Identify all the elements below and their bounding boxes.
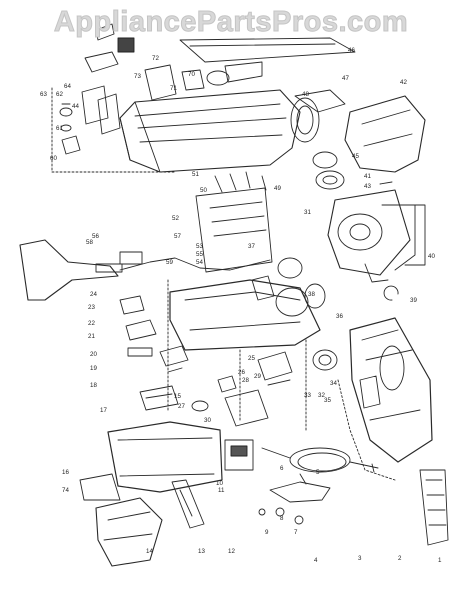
- callout-3: 3: [358, 555, 362, 562]
- callout-13: 13: [198, 548, 205, 555]
- callout-20: 20: [90, 351, 97, 358]
- callout-73: 73: [134, 73, 141, 80]
- callout-35: 35: [324, 397, 331, 404]
- callout-12: 12: [228, 548, 235, 555]
- callout-64: 64: [64, 83, 71, 90]
- callout-7: 7: [294, 529, 298, 536]
- callout-1: 1: [438, 557, 442, 564]
- callout-37: 37: [248, 243, 255, 250]
- callout-51: 51: [192, 171, 199, 178]
- callout-60: 60: [50, 155, 57, 162]
- callout-6: 6: [280, 465, 284, 472]
- callout-53: 53: [196, 243, 203, 250]
- callout-19: 19: [90, 365, 97, 372]
- callout-71: 71: [170, 85, 177, 92]
- callout-61: 61: [56, 125, 63, 132]
- callout-63: 63: [40, 91, 47, 98]
- callout-33: 33: [304, 392, 311, 399]
- callout-31: 31: [304, 209, 311, 216]
- callout-54: 54: [196, 259, 203, 266]
- callout-28: 28: [242, 377, 249, 384]
- callout-17: 17: [100, 407, 107, 414]
- callout-49: 49: [274, 185, 281, 192]
- callout-27: 27: [178, 403, 185, 410]
- callout-59: 59: [166, 259, 173, 266]
- callout-39: 39: [410, 297, 417, 304]
- callout-22: 22: [88, 320, 95, 327]
- callout-8: 8: [280, 515, 284, 522]
- callout-4: 4: [314, 557, 318, 564]
- callout-50: 50: [200, 187, 207, 194]
- bag-housing-group: [51, 23, 356, 173]
- callout-34: 34: [330, 380, 337, 387]
- callout-44: 44: [72, 103, 79, 110]
- callout-24: 24: [90, 291, 97, 298]
- callout-2: 2: [398, 555, 402, 562]
- callout-5: 5: [316, 469, 320, 476]
- callout-26: 26: [238, 369, 245, 376]
- callout-72: 72: [152, 55, 159, 62]
- callout-25: 25: [248, 355, 255, 362]
- callout-29: 29: [254, 373, 261, 380]
- callout-16: 16: [62, 469, 69, 476]
- callout-38: 38: [308, 291, 315, 298]
- callout-58: 58: [86, 239, 93, 246]
- callout-70: 70: [188, 71, 195, 78]
- callout-48: 48: [302, 91, 309, 98]
- callout-30: 30: [204, 417, 211, 424]
- callout-10: 10: [216, 480, 223, 487]
- motor-housing-group: [290, 89, 426, 283]
- callout-74: 74: [62, 487, 69, 494]
- callout-9: 9: [265, 529, 269, 536]
- nozzle-group: [257, 285, 449, 546]
- base-group: [79, 375, 269, 567]
- callout-56: 56: [92, 233, 99, 240]
- main-body-group: [19, 171, 326, 431]
- callout-14: 14: [146, 548, 153, 555]
- callout-11: 11: [218, 487, 225, 494]
- callout-52: 52: [172, 215, 179, 222]
- callout-46: 46: [348, 47, 355, 54]
- callout-55: 55: [196, 251, 203, 258]
- callout-45: 45: [352, 153, 359, 160]
- callout-32: 32: [318, 392, 325, 399]
- callout-43: 43: [364, 183, 371, 190]
- callout-21: 21: [88, 333, 95, 340]
- callout-57: 57: [174, 233, 181, 240]
- callout-18: 18: [90, 382, 97, 389]
- callout-36: 36: [336, 313, 343, 320]
- callout-62: 62: [56, 91, 63, 98]
- callout-15: 15: [174, 393, 181, 400]
- callout-41: 41: [364, 173, 371, 180]
- callout-23: 23: [88, 304, 95, 311]
- callout-40: 40: [428, 253, 435, 260]
- callout-47: 47: [342, 75, 349, 82]
- callout-42: 42: [400, 79, 407, 86]
